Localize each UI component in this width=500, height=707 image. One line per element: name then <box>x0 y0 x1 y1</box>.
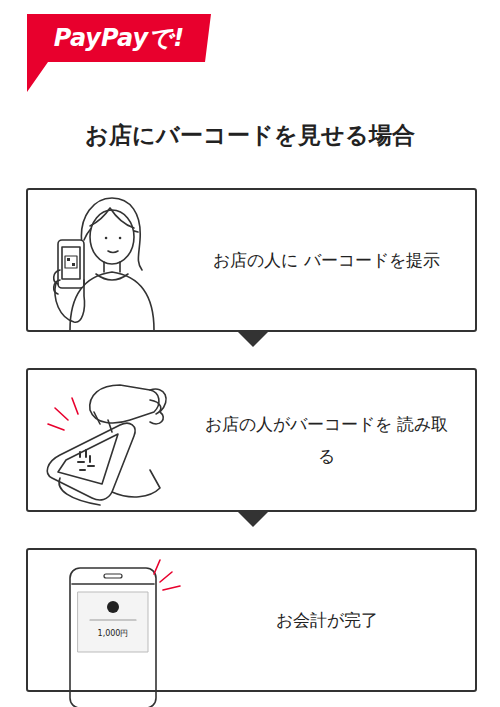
step-text: お店の人がバーコードを 読み取る <box>198 408 455 473</box>
step-text: お店の人に バーコードを提示 <box>198 244 455 276</box>
phone-illustration <box>70 560 180 707</box>
diagram-title: お店にバーコードを見せる場合 <box>0 120 500 151</box>
process-box: お店の人がバーコードを 読み取る <box>26 368 477 512</box>
process-box: お会計が完了 <box>26 548 477 692</box>
step-text: お会計が完了 <box>198 604 455 636</box>
flow-arrow <box>238 332 268 347</box>
tag-label: PayPayで! <box>27 14 211 62</box>
flow-arrow <box>238 512 268 527</box>
arrow-head <box>238 332 268 347</box>
process-box: お店の人に バーコードを提示 <box>26 188 477 332</box>
tag-text: PayPayで! <box>54 22 184 54</box>
scanner-illustration <box>47 385 166 505</box>
woman-illustration <box>54 198 154 330</box>
tag-shape <box>27 14 211 92</box>
arrow-head <box>238 512 268 527</box>
amount-label: 1,000円 <box>98 628 129 639</box>
